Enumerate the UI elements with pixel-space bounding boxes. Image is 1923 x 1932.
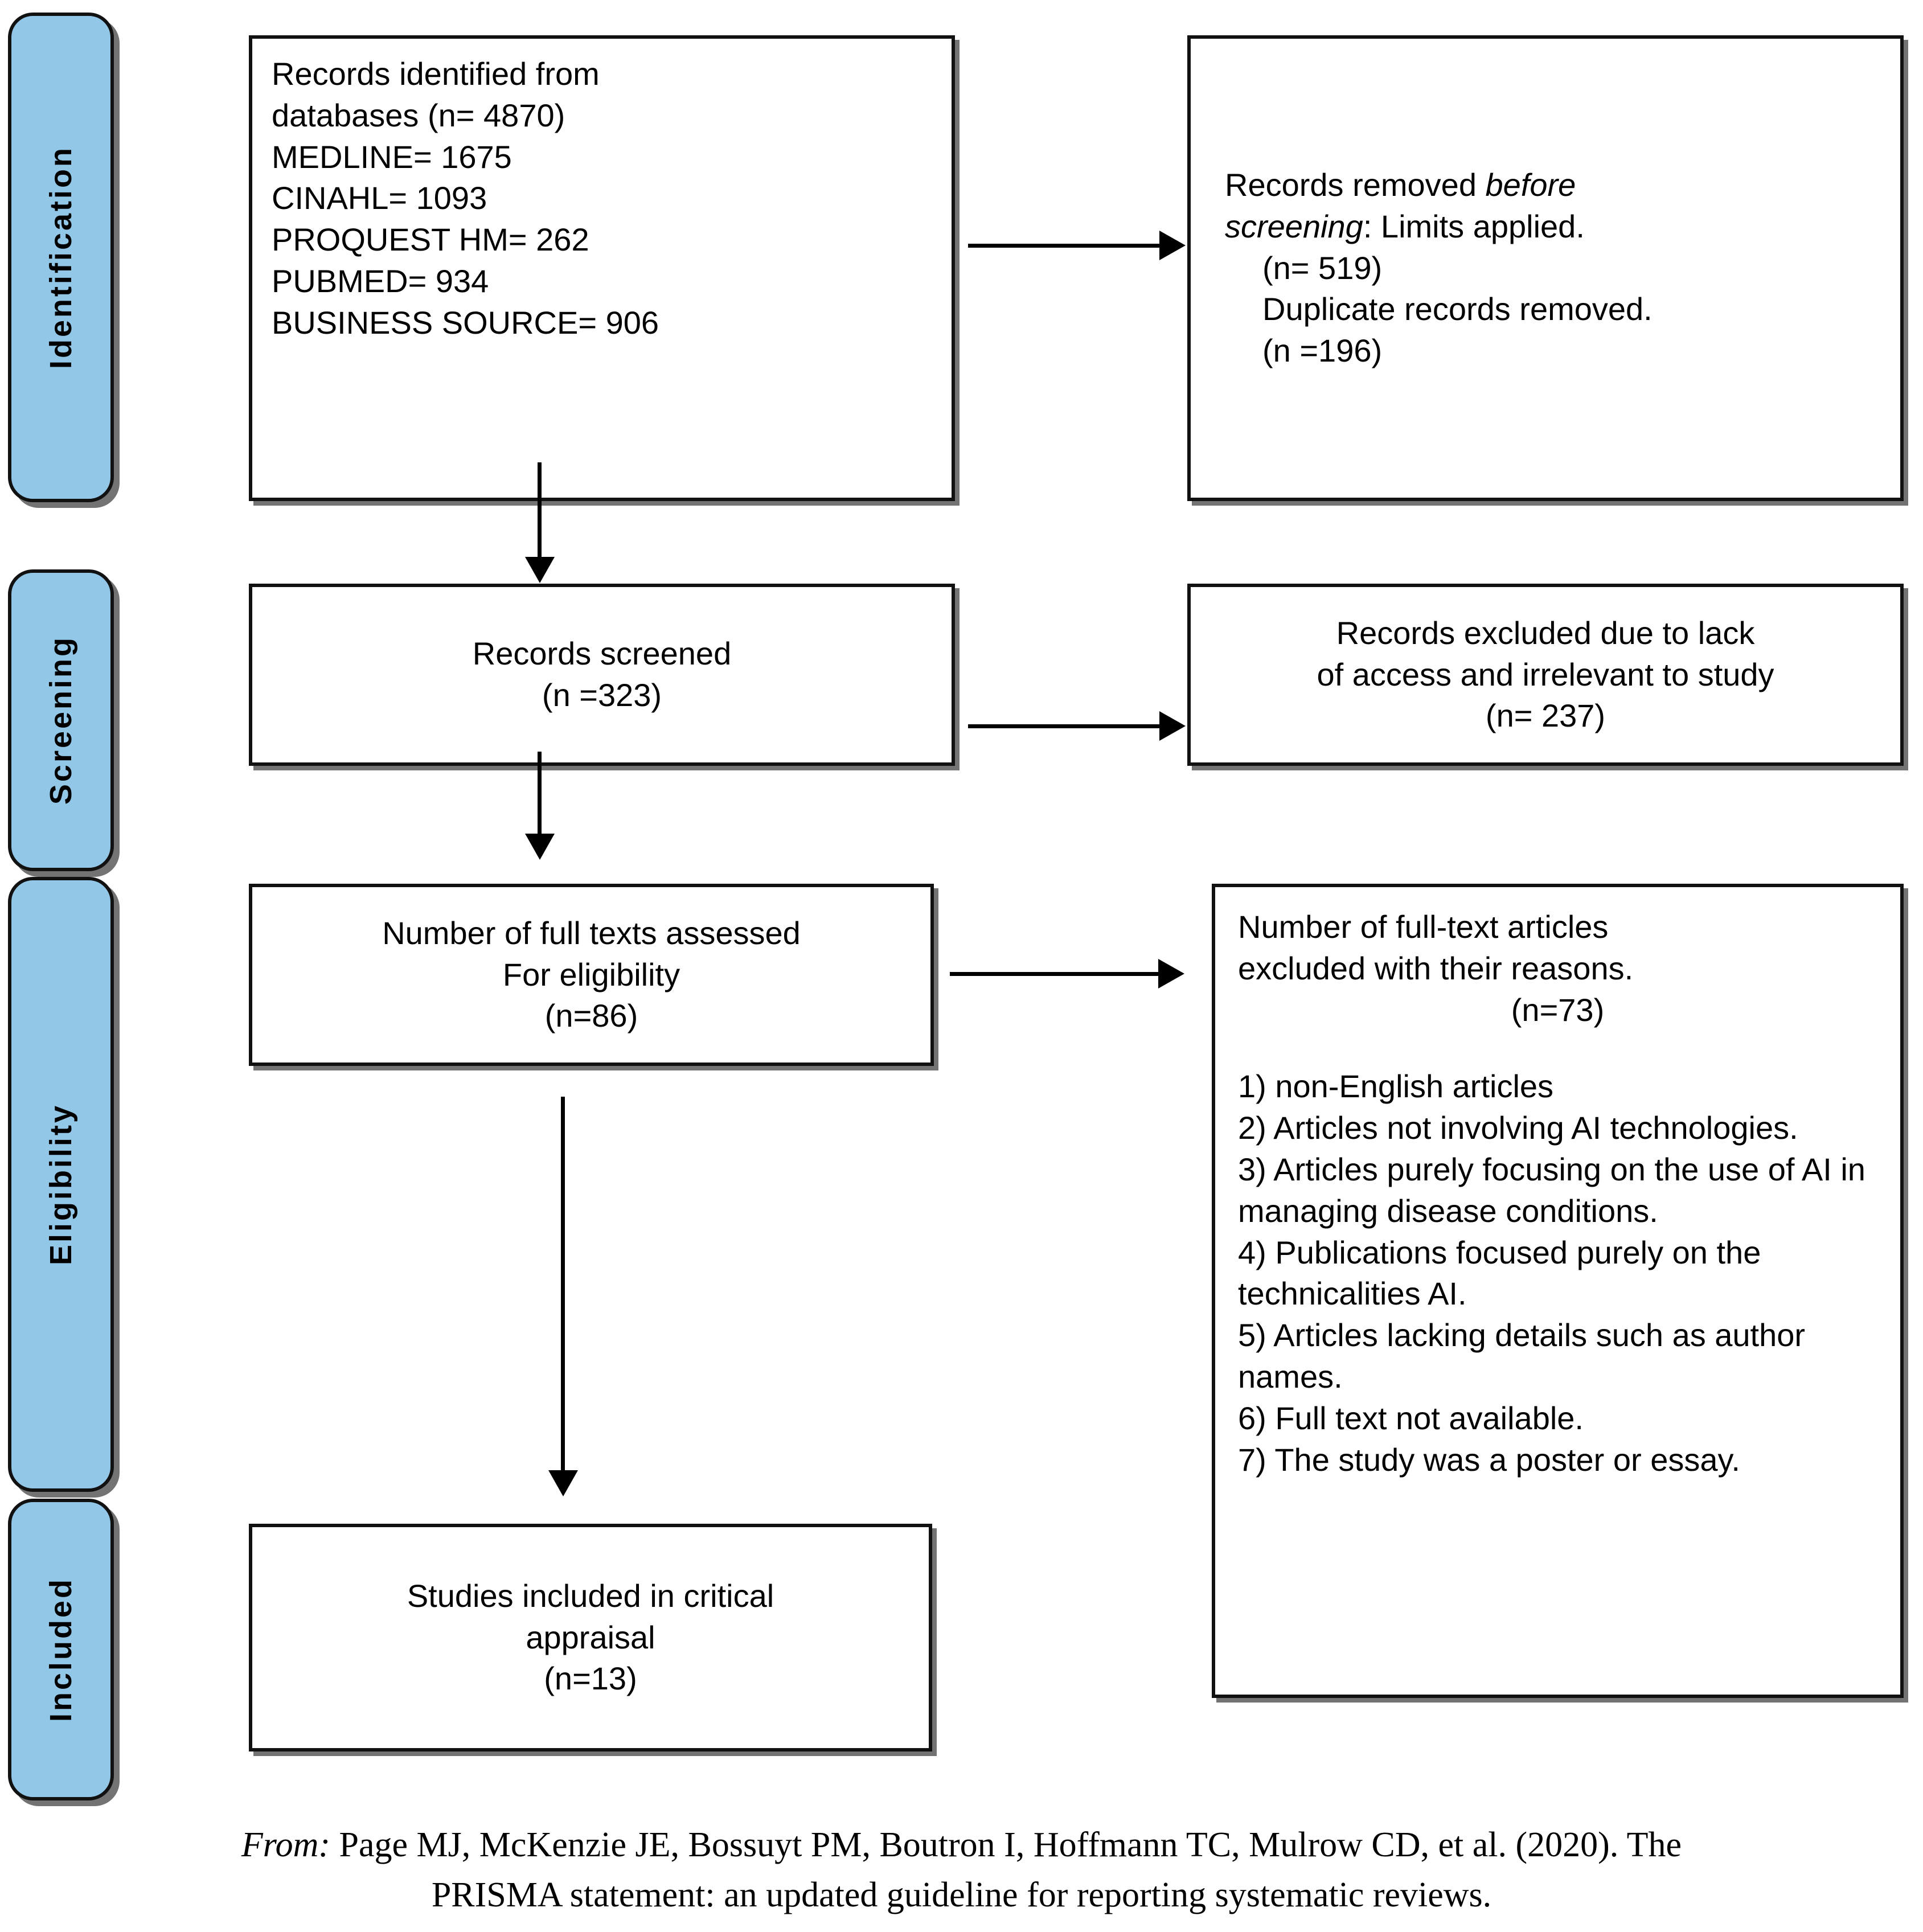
records-excluded-line-2: of access and irrelevant to study	[1317, 656, 1774, 692]
stage-label-identification: Identification	[44, 146, 78, 369]
box-records-screened: Records screened (n =323)	[249, 584, 955, 766]
full-texts-assessed-line-1: Number of full texts assessed	[382, 914, 801, 951]
connector-identified-to-removed-arrowhead	[1159, 231, 1186, 260]
source-caption-line-2: PRISMA statement: an updated guideline f…	[431, 1876, 1492, 1915]
connector-screened-to-excluded-line	[968, 724, 1162, 728]
records-removed-line-3: (n= 519)	[1262, 249, 1383, 286]
full-texts-excluded-reason-7: 7) The study was a poster or essay.	[1238, 1441, 1740, 1478]
box-studies-included: Studies included in critical appraisal (…	[249, 1524, 932, 1751]
full-texts-excluded-reason-1: 1) non-English articles	[1238, 1068, 1554, 1105]
records-removed-line-5: (n =196)	[1262, 333, 1383, 369]
stage-label-included: Included	[44, 1577, 78, 1722]
records-identified-line-4: CINAHL= 1093	[272, 180, 487, 216]
stage-pill-included: Included	[8, 1499, 114, 1800]
connector-screened-to-assessed-arrowhead	[525, 834, 555, 860]
records-removed-line-2-plain: : Limits applied.	[1363, 208, 1585, 244]
stage-pill-identification: Identification	[8, 13, 114, 502]
source-caption-line-1-text: Page MJ, McKenzie JE, Bossuyt PM, Boutro…	[330, 1826, 1682, 1864]
full-texts-assessed-line-3: (n=86)	[544, 998, 638, 1034]
stage-pill-eligibility: Eligibility	[8, 877, 114, 1492]
records-screened-line-2: (n =323)	[542, 677, 662, 713]
records-identified-line-5: PROQUEST HM= 262	[272, 221, 589, 258]
stage-label-screening: Screening	[44, 635, 78, 805]
records-removed-line-1-plain: Records removed	[1225, 167, 1486, 203]
full-texts-excluded-spacer	[1238, 1031, 1877, 1066]
source-caption: From: Page MJ, McKenzie JE, Bossuyt PM, …	[0, 1820, 1923, 1920]
full-texts-excluded-heading-1: Number of full-text articles	[1238, 909, 1609, 945]
studies-included-line-1: Studies included in critical	[407, 1577, 774, 1614]
records-screened-line-1: Records screened	[472, 635, 732, 672]
connector-screened-to-excluded-arrowhead	[1159, 711, 1186, 741]
source-caption-line-1: From: Page MJ, McKenzie JE, Bossuyt PM, …	[0, 1820, 1923, 1870]
records-removed-line-1: Records removed before	[1225, 165, 1881, 206]
records-removed-line-1-italic: before	[1485, 167, 1576, 203]
full-texts-excluded-reason-5: 5) Articles lacking details such as auth…	[1238, 1317, 1814, 1394]
connector-assessed-to-included-line	[561, 1097, 565, 1472]
stage-label-eligibility: Eligibility	[44, 1103, 78, 1266]
records-removed-line-2-italic: screening	[1225, 208, 1363, 244]
records-excluded-line-3: (n= 237)	[1485, 698, 1606, 734]
source-caption-from-label: From:	[241, 1826, 331, 1864]
studies-included-line-3: (n=13)	[544, 1660, 637, 1697]
records-identified-line-6: PUBMED= 934	[272, 262, 489, 299]
box-records-identified: Records identified from databases (n= 48…	[249, 35, 955, 501]
records-identified-line-7: BUSINESS SOURCE= 906	[272, 304, 659, 341]
full-texts-excluded-reason-2: 2) Articles not involving AI technologie…	[1238, 1110, 1798, 1146]
full-texts-excluded-reason-4: 4) Publications focused purely on the te…	[1238, 1234, 1770, 1312]
full-texts-excluded-reason-3: 3) Articles purely focusing on the use o…	[1238, 1151, 1875, 1229]
box-records-removed: Records removed before screening: Limits…	[1187, 35, 1904, 501]
box-records-excluded: Records excluded due to lack of access a…	[1187, 584, 1904, 766]
box-full-texts-excluded: Number of full-text articles excluded wi…	[1212, 884, 1904, 1698]
connector-identified-to-screened-line	[538, 462, 542, 559]
full-texts-excluded-heading-3: (n=73)	[1511, 991, 1605, 1028]
full-texts-excluded-reason-6: 6) Full text not available.	[1238, 1400, 1584, 1436]
connector-identified-to-screened-arrowhead	[525, 557, 555, 583]
connector-identified-to-removed-line	[968, 244, 1162, 248]
records-removed-line-4: Duplicate records removed.	[1262, 291, 1653, 327]
records-identified-line-2: databases (n= 4870)	[272, 97, 565, 133]
full-texts-excluded-heading-2: excluded with their reasons.	[1238, 950, 1634, 986]
connector-assessed-to-excluded-reasons-arrowhead	[1158, 959, 1184, 988]
box-full-texts-assessed: Number of full texts assessed For eligib…	[249, 884, 934, 1066]
connector-assessed-to-included-arrowhead	[548, 1470, 578, 1496]
records-identified-line-3: MEDLINE= 1675	[272, 138, 512, 175]
connector-screened-to-assessed-line	[538, 752, 542, 836]
studies-included-line-2: appraisal	[526, 1619, 655, 1655]
full-texts-assessed-line-2: For eligibility	[502, 956, 680, 992]
connector-assessed-to-excluded-reasons-line	[950, 972, 1161, 976]
records-removed-line-2: screening: Limits applied.	[1225, 206, 1881, 248]
records-identified-line-1: Records identified from	[272, 56, 600, 92]
stage-pill-screening: Screening	[8, 569, 114, 871]
records-excluded-line-1: Records excluded due to lack	[1336, 614, 1755, 651]
